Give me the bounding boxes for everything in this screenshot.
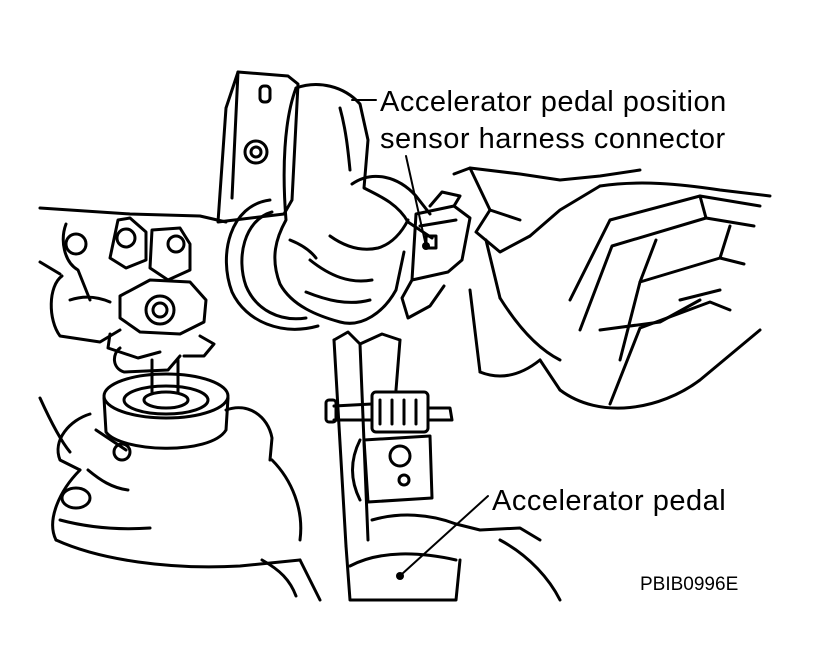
figure-code: PBIB0996E xyxy=(640,574,739,595)
leader-lines xyxy=(351,99,489,575)
accelerator-pedal-label: Accelerator pedal xyxy=(492,485,727,517)
pedal-arm xyxy=(324,330,542,602)
harness-connector xyxy=(400,190,472,320)
firewall-bracket xyxy=(216,70,300,224)
pedal-leader-dot xyxy=(396,572,404,580)
floor-lines xyxy=(260,538,562,602)
dash-panel xyxy=(452,166,772,410)
sensor-connector-label-line-1: Accelerator pedal position xyxy=(380,86,727,118)
sensor-connector-label-line-2: sensor harness connector xyxy=(380,123,726,155)
lower-column xyxy=(38,358,303,569)
hand xyxy=(273,83,434,325)
sensor-connector-leader-dot xyxy=(422,242,430,250)
steering-joint xyxy=(38,206,228,374)
booster-housing xyxy=(224,198,320,331)
